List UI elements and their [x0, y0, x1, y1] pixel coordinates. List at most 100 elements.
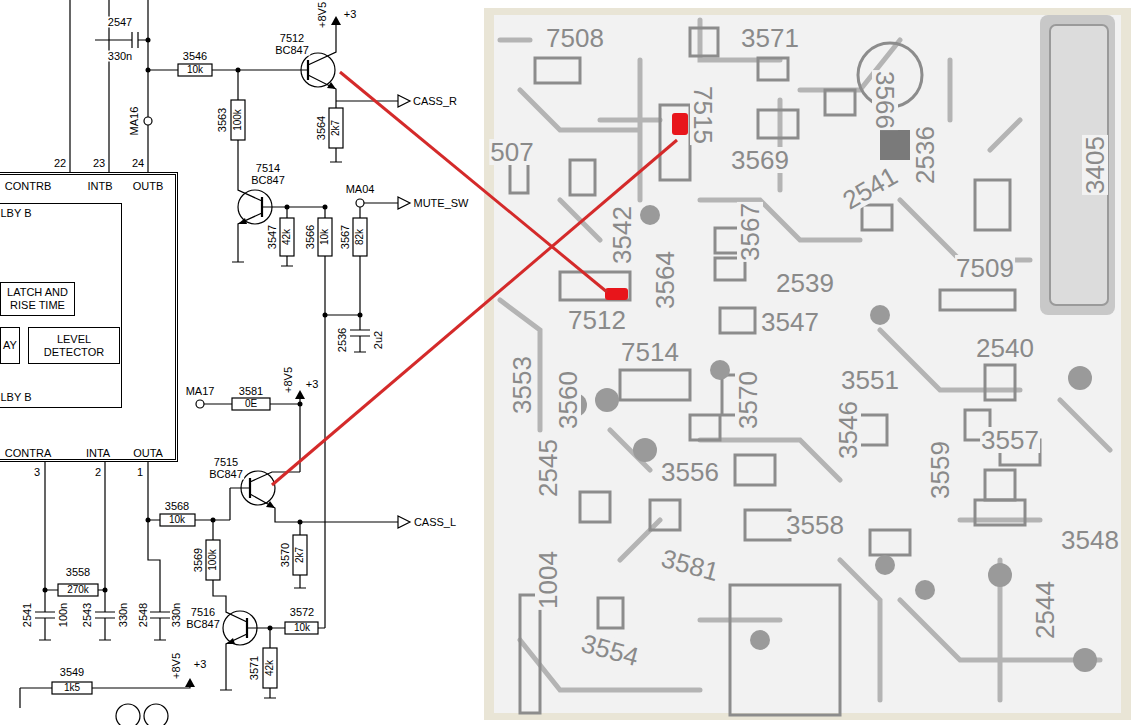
schematic-wire — [294, 522, 306, 588]
component-label: 330n — [118, 602, 129, 628]
pcb-label: 3566 — [872, 70, 898, 130]
schematic-wire — [350, 207, 370, 352]
pcb-label: 3559 — [927, 440, 953, 500]
pcb-trace — [520, 400, 1110, 700]
schematic-wire — [230, 488, 250, 520]
emitter-arrow — [226, 638, 235, 644]
schematic-wire — [95, 32, 148, 48]
pcb-label: 2544 — [1032, 580, 1058, 640]
component-label: 2u2 — [373, 330, 384, 350]
block-label: LBY B — [0, 392, 33, 403]
component-label: 3558 — [65, 567, 91, 578]
value-label: 0E — [244, 399, 258, 409]
block-label: AY — [3, 339, 17, 352]
pcb-label: 1004 — [535, 550, 561, 610]
junction-dot — [103, 588, 108, 593]
pcb-highlight — [605, 288, 628, 300]
value-label: 270k — [66, 585, 90, 595]
component-label: 3571 — [249, 655, 260, 681]
pcb-component-outline — [520, 595, 540, 713]
pcb-label: 7515 — [690, 85, 716, 145]
pcb-label: 3571 — [740, 25, 800, 51]
pcb-label: 3560 — [555, 370, 581, 430]
resistor-symbol — [206, 540, 220, 580]
pcb-label: 2536 — [912, 125, 938, 185]
pin-name: INTA — [85, 448, 111, 459]
component-label: 3569 — [193, 547, 204, 573]
component-label: 2 — [94, 467, 102, 478]
emitter-arrow — [238, 218, 247, 224]
pcb-component-outline — [580, 492, 610, 522]
pcb-component-outline — [758, 58, 788, 80]
component-label: 3564 — [316, 115, 327, 141]
component-label: BC847 — [274, 45, 310, 56]
block-label: LEVEL DETECTOR — [30, 333, 118, 358]
pcb-component-outline — [825, 90, 855, 115]
pcb-label: 7514 — [620, 339, 680, 365]
transistor-symbol — [238, 190, 272, 224]
resistor-symbol — [231, 100, 245, 140]
emitter-arrow — [266, 501, 275, 508]
schematic-wire — [70, 0, 109, 172]
pcb-label: 2540 — [975, 335, 1035, 361]
component-label: 330n — [171, 602, 182, 628]
pcb-trace — [620, 520, 1100, 700]
component-label: 3581 — [238, 386, 264, 397]
pcb-label: 3546 — [835, 400, 861, 460]
red-pointer-line — [340, 72, 607, 292]
component-label: 7515 — [213, 457, 239, 468]
component-label: +8V5 — [283, 366, 294, 394]
pcb-label: 3548 — [1060, 527, 1120, 553]
pcb-label: 3564 — [652, 250, 678, 310]
pcb-large-component — [1050, 25, 1108, 305]
pcb-component-outline — [598, 598, 623, 628]
component-label: 100n — [58, 602, 69, 628]
junction-dot — [298, 402, 303, 407]
function-block: LEVEL DETECTOR — [28, 327, 120, 364]
pcb-component-outline — [720, 308, 755, 333]
schematic-wire — [148, 69, 308, 70]
pcb-panel — [484, 8, 1131, 720]
component-label: +3 — [305, 379, 320, 390]
pcb-component-outline — [975, 500, 1025, 525]
junction-dot — [298, 520, 303, 525]
value-label: 10k — [186, 65, 204, 75]
pcb-component-outline — [975, 180, 1010, 230]
value-label: 82k — [355, 228, 365, 246]
function-block: AY — [0, 327, 20, 364]
junction-dot — [211, 518, 216, 523]
supply-arrow — [331, 16, 341, 25]
schematic-wire — [232, 213, 262, 262]
pcb-label: 3553 — [509, 355, 535, 415]
component-label: 3547 — [267, 224, 278, 250]
resistor-symbol — [329, 108, 343, 148]
pcb-component-outline — [870, 530, 910, 555]
dolby-block: LBY BLBY BLATCH AND RISE TIMEAYLEVEL DET… — [0, 203, 122, 408]
schematic-wire — [336, 100, 398, 101]
pcb-pad — [640, 205, 660, 225]
pcb-label: 3558 — [785, 512, 845, 538]
red-pointer-line — [272, 140, 677, 485]
pcb-label: 3551 — [840, 367, 900, 393]
pcb-panel — [484, 8, 1131, 720]
test-point — [356, 199, 364, 207]
pcb-pad — [563, 130, 1097, 672]
supply-arrow — [185, 16, 341, 687]
pcb-label: 507 — [489, 139, 534, 165]
component-label: 3572 — [289, 607, 315, 618]
junction-dot — [323, 205, 328, 210]
value-label: 2k7 — [295, 546, 305, 564]
pcb-label: 2545 — [535, 438, 561, 498]
resistor-symbol — [293, 535, 307, 575]
component-label: 3549 — [59, 667, 85, 678]
pcb-pad — [880, 130, 910, 160]
signal-arrow — [398, 516, 410, 528]
resistor-symbol — [285, 622, 318, 634]
pcb-pad — [988, 563, 1012, 587]
component-label: MA17 — [185, 386, 216, 397]
transistor-symbol — [247, 60, 308, 638]
schematic-wire — [20, 686, 190, 708]
pcb-label: 2539 — [775, 270, 835, 296]
component-label: 3563 — [217, 107, 228, 133]
